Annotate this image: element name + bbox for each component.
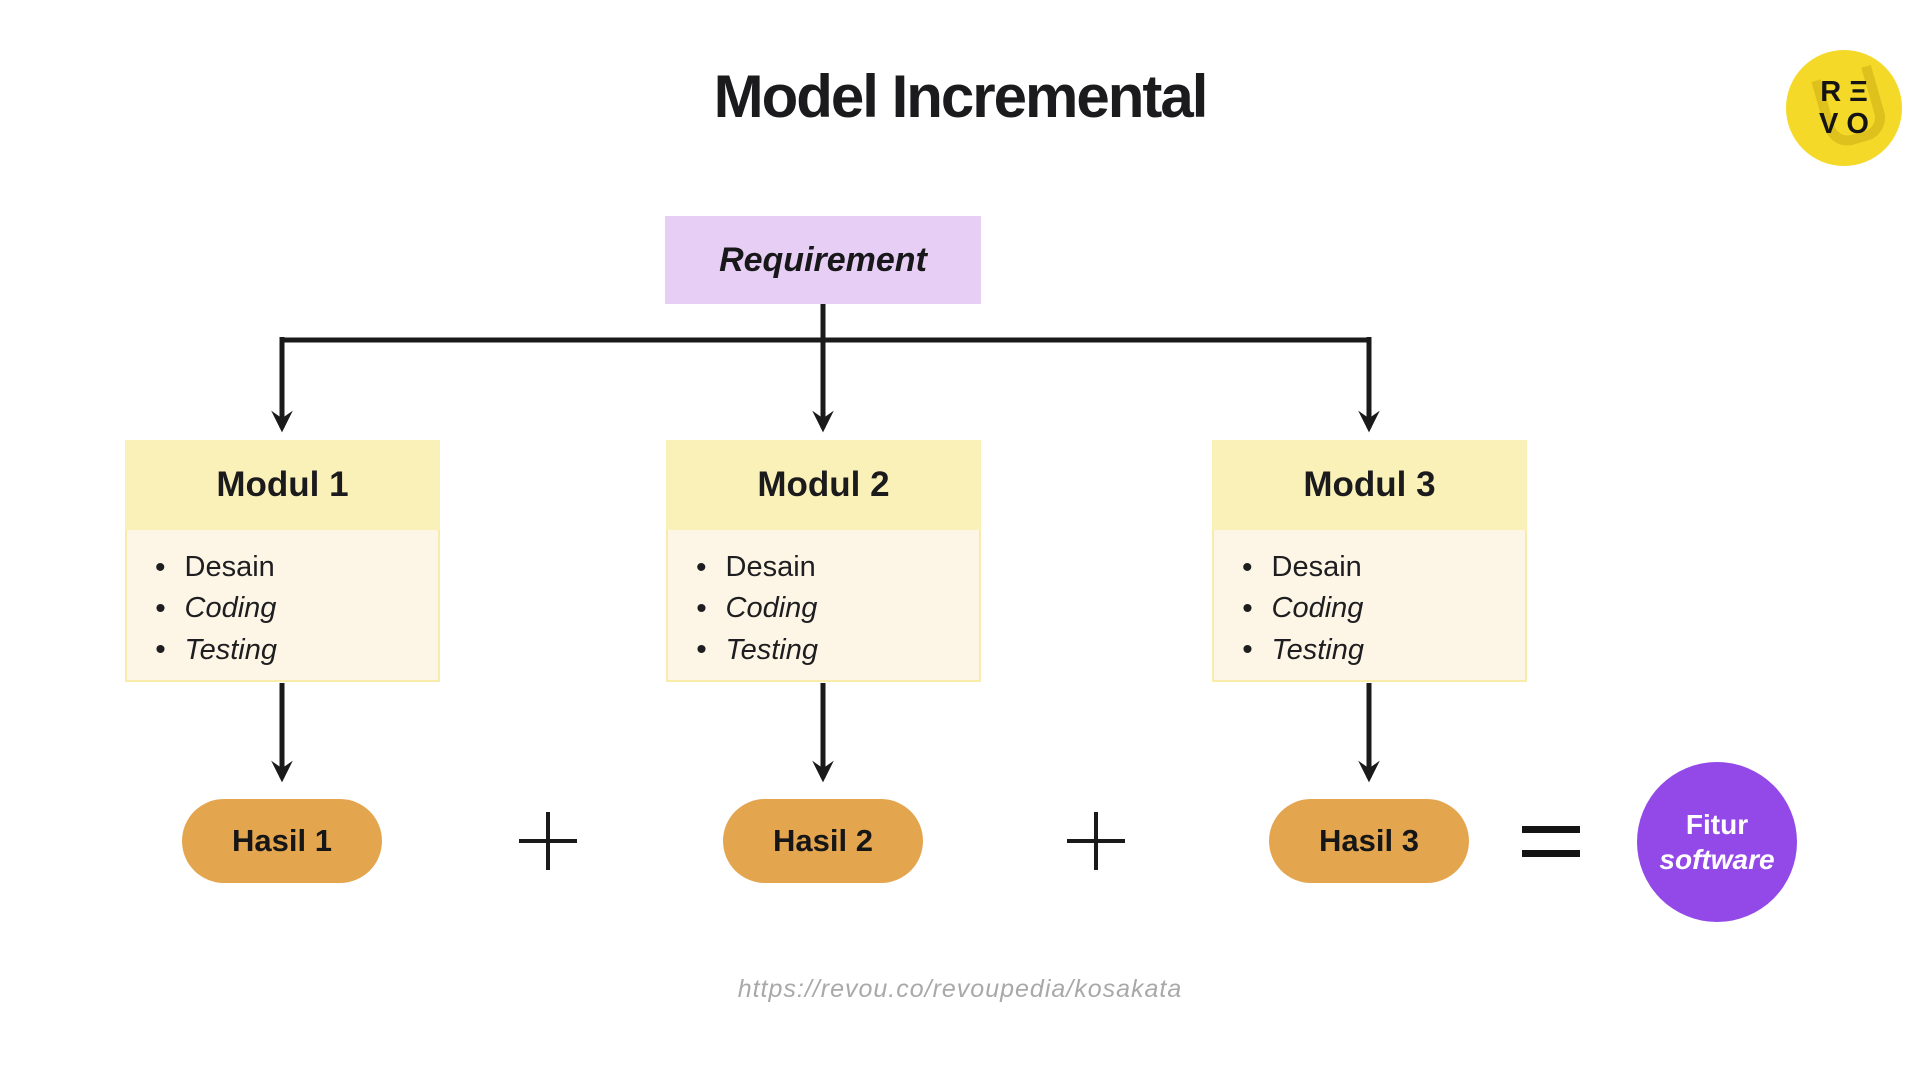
bullet-icon: • (696, 592, 707, 626)
module-card-1: Modul 1 •Desain •Coding •Testing (125, 440, 440, 682)
footer-url: https://revou.co/revoupedia/kosakata (737, 975, 1183, 1003)
module-card-3: Modul 3 •Desain •Coding •Testing (1212, 440, 1527, 682)
bullet-icon: • (696, 633, 707, 667)
plus-icon (1067, 812, 1125, 870)
result-pill-3: Hasil 3 (1269, 799, 1469, 883)
module-1-task-list: •Desain •Coding •Testing (155, 550, 428, 668)
revou-logo: RΞ VO (1786, 50, 1902, 166)
bullet-icon: • (155, 592, 166, 626)
list-item: •Desain (1242, 550, 1362, 584)
module-3-title: Modul 3 (1212, 440, 1527, 530)
bullet-icon: • (1242, 592, 1253, 626)
logo-text-row2: VO (1819, 108, 1877, 140)
list-item: •Desain (696, 550, 816, 584)
bullet-icon: • (1242, 633, 1253, 667)
software-feature-circle: Fitur software (1637, 762, 1797, 922)
module-2-body: •Desain •Coding •Testing (666, 530, 981, 682)
list-item: •Coding (155, 592, 277, 626)
output-label-line2: software (1659, 844, 1775, 875)
requirement-label: Requirement (719, 240, 927, 279)
module-card-2: Modul 2 •Desain •Coding •Testing (666, 440, 981, 682)
bullet-icon: • (155, 550, 166, 584)
list-item: •Testing (155, 633, 277, 667)
module-1-title: Modul 1 (125, 440, 440, 530)
result-pill-1: Hasil 1 (182, 799, 382, 883)
module-3-body: •Desain •Coding •Testing (1212, 530, 1527, 682)
bullet-icon: • (696, 550, 707, 584)
requirement-box: Requirement (665, 216, 981, 304)
bullet-icon: • (1242, 550, 1253, 584)
page-title: Model Incremental (713, 63, 1209, 130)
list-item: •Coding (1242, 592, 1364, 626)
module-2-title: Modul 2 (666, 440, 981, 530)
module-2-task-list: •Desain •Coding •Testing (696, 550, 969, 668)
list-item: •Testing (696, 633, 818, 667)
bullet-icon: • (155, 633, 166, 667)
result-pill-2: Hasil 2 (723, 799, 923, 883)
module-3-task-list: •Desain •Coding •Testing (1242, 550, 1515, 668)
module-1-body: •Desain •Coding •Testing (125, 530, 440, 682)
plus-icon (519, 812, 577, 870)
logo-text-row1: RΞ (1820, 75, 1876, 108)
list-item: •Desain (155, 550, 275, 584)
output-label-line1: Fitur (1685, 809, 1749, 840)
list-item: •Coding (696, 592, 818, 626)
list-item: •Testing (1242, 633, 1364, 667)
equals-icon (1522, 826, 1580, 857)
